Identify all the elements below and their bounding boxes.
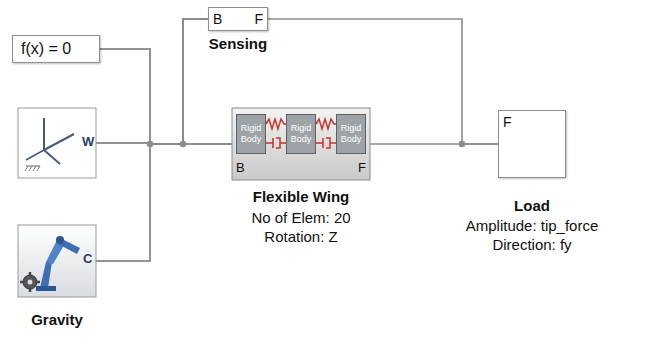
port-label: F — [358, 160, 366, 175]
connection-line — [100, 49, 232, 144]
block-parameter: Rotation: Z — [264, 228, 337, 245]
equation-text: f(x) = 0 — [21, 40, 71, 58]
rigid-body-label: Rigid Body — [238, 123, 264, 145]
port-label: F — [254, 11, 263, 27]
block-title: Load — [514, 197, 550, 214]
world-frame-icon — [18, 108, 96, 178]
sensing-block: BFSensing — [208, 7, 268, 31]
connection-line — [100, 19, 208, 144]
rigid-body-box: Rigid Body — [286, 114, 316, 154]
rigid-body-box: Rigid Body — [236, 114, 266, 154]
block-parameter: No of Elem: 20 — [251, 209, 350, 226]
block-parameter: Direction: fy — [492, 236, 571, 253]
block-title: Gravity — [31, 311, 83, 328]
block-title: Flexible Wing — [253, 188, 350, 205]
gravity-icon — [18, 225, 96, 297]
block-title: Sensing — [209, 35, 267, 52]
rigid-body-label: Rigid Body — [288, 123, 314, 145]
block-parameter: Amplitude: tip_force — [466, 217, 599, 234]
connection-line — [96, 19, 208, 261]
connection-line — [96, 144, 232, 261]
flexible-wing-block: BFFlexible WingNo of Elem: 20Rotation: Z… — [232, 108, 370, 180]
rigid-body-label: Rigid Body — [338, 123, 364, 145]
port-label: F — [503, 114, 512, 130]
connection-line — [268, 19, 498, 144]
port-label: B — [213, 11, 222, 27]
port-label: W — [82, 134, 94, 149]
gravity-block: CGravity — [18, 225, 96, 297]
solver-config-block: f(x) = 0 — [12, 35, 100, 63]
load-block: FLoadAmplitude: tip_forceDirection: fy — [498, 110, 566, 178]
port-label: B — [236, 160, 245, 175]
world-frame-block: W — [18, 108, 47, 178]
rigid-body-box: Rigid Body — [336, 114, 366, 154]
flexible-wing-body — [232, 108, 370, 180]
port-label: C — [83, 251, 92, 266]
